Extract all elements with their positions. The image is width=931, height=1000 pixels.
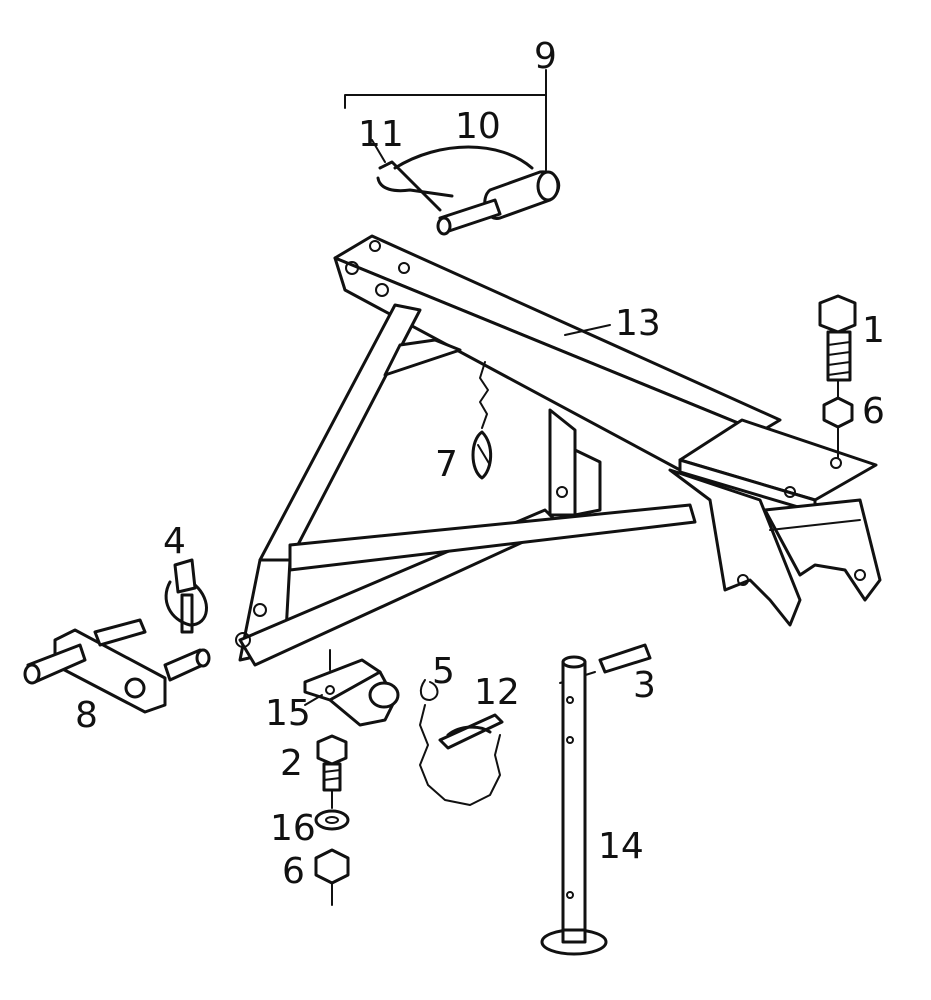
label-5: 5 — [432, 651, 455, 692]
part-8-drawbar — [23, 618, 211, 714]
part-9-bracket-leader — [344, 69, 547, 171]
label-13: 13 — [615, 303, 661, 344]
label-6-left: 6 — [282, 851, 305, 892]
label-11: 11 — [358, 114, 404, 155]
label-12: 12 — [474, 672, 520, 713]
part-7-chain — [471, 361, 493, 480]
label-9: 9 — [534, 36, 557, 77]
part-2-bolt — [316, 734, 348, 809]
label-6-right: 6 — [862, 391, 885, 432]
label-leaders — [304, 694, 323, 706]
label-1: 1 — [862, 310, 885, 351]
part-11-pin-clip — [371, 139, 454, 212]
part-14-jack-stand — [540, 655, 608, 956]
label-2: 2 — [280, 743, 303, 784]
part-15-bracket — [303, 649, 400, 727]
label-15: 15 — [265, 693, 311, 734]
part-cylinder — [436, 170, 561, 236]
part-1-bolt — [818, 294, 857, 399]
label-16: 16 — [270, 808, 316, 849]
label-7: 7 — [435, 444, 458, 485]
part-13-leader — [564, 324, 611, 336]
part-4-lynch-pin — [164, 558, 208, 634]
part-12-hitch-pin — [438, 713, 504, 750]
part-10-hose — [393, 145, 534, 170]
label-3: 3 — [633, 665, 656, 706]
part-6-nut-left — [314, 848, 350, 906]
part-16-washer — [314, 809, 350, 831]
part-13-frame — [235, 234, 882, 667]
part-labels: 9 10 11 13 1 6 7 4 5 12 3 8 15 2 16 6 14 — [75, 36, 885, 892]
label-4: 4 — [163, 521, 186, 562]
part-5-chain — [419, 679, 501, 806]
label-14: 14 — [598, 826, 644, 867]
part-6-nut-right — [822, 396, 854, 459]
label-10: 10 — [455, 106, 501, 147]
label-8: 8 — [75, 695, 98, 736]
